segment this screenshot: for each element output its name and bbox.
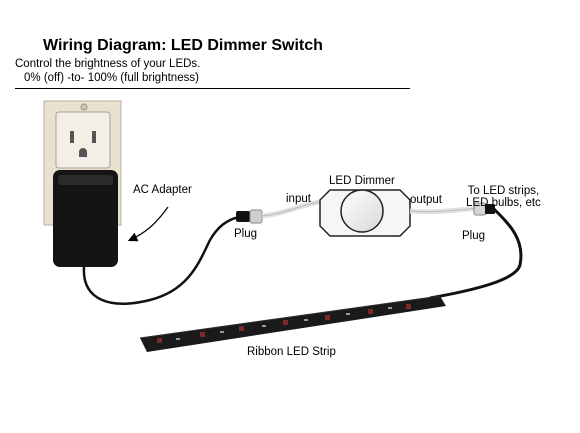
label-output: output [410,194,442,206]
diagram-subtitle: Control the brightness of your LEDs. 0% … [15,57,200,85]
subtitle-line-2: 0% (off) -to- 100% (full brightness) [24,72,199,84]
ribbon-led-strip [139,295,446,352]
label-input: input [286,193,311,205]
label-plug-right: Plug [462,230,486,242]
adapter-cable [82,215,241,305]
label-to-led-line-1: To LED strips, [467,185,540,197]
ac-adapter-arrow [127,206,169,242]
label-ac-adapter: AC Adapter [133,184,192,196]
right-plug [473,202,495,216]
label-ribbon-led-strip: Ribbon LED Strip [247,346,336,358]
subtitle-line-1: Control the brightness of your LEDs. [15,58,201,70]
strip-cable [429,207,523,300]
ac-adapter [53,170,118,267]
label-to-led-line-2: LED bulbs, etc [466,197,541,209]
diagram-title: Wiring Diagram: LED Dimmer Switch [43,37,323,54]
label-plug-left: Plug [234,228,258,240]
label-led-dimmer: LED Dimmer [329,175,395,187]
left-plug [236,209,263,224]
header-divider [15,88,410,89]
label-to-led: To LED strips, LED bulbs, etc [466,185,541,209]
led-dimmer [319,189,411,237]
